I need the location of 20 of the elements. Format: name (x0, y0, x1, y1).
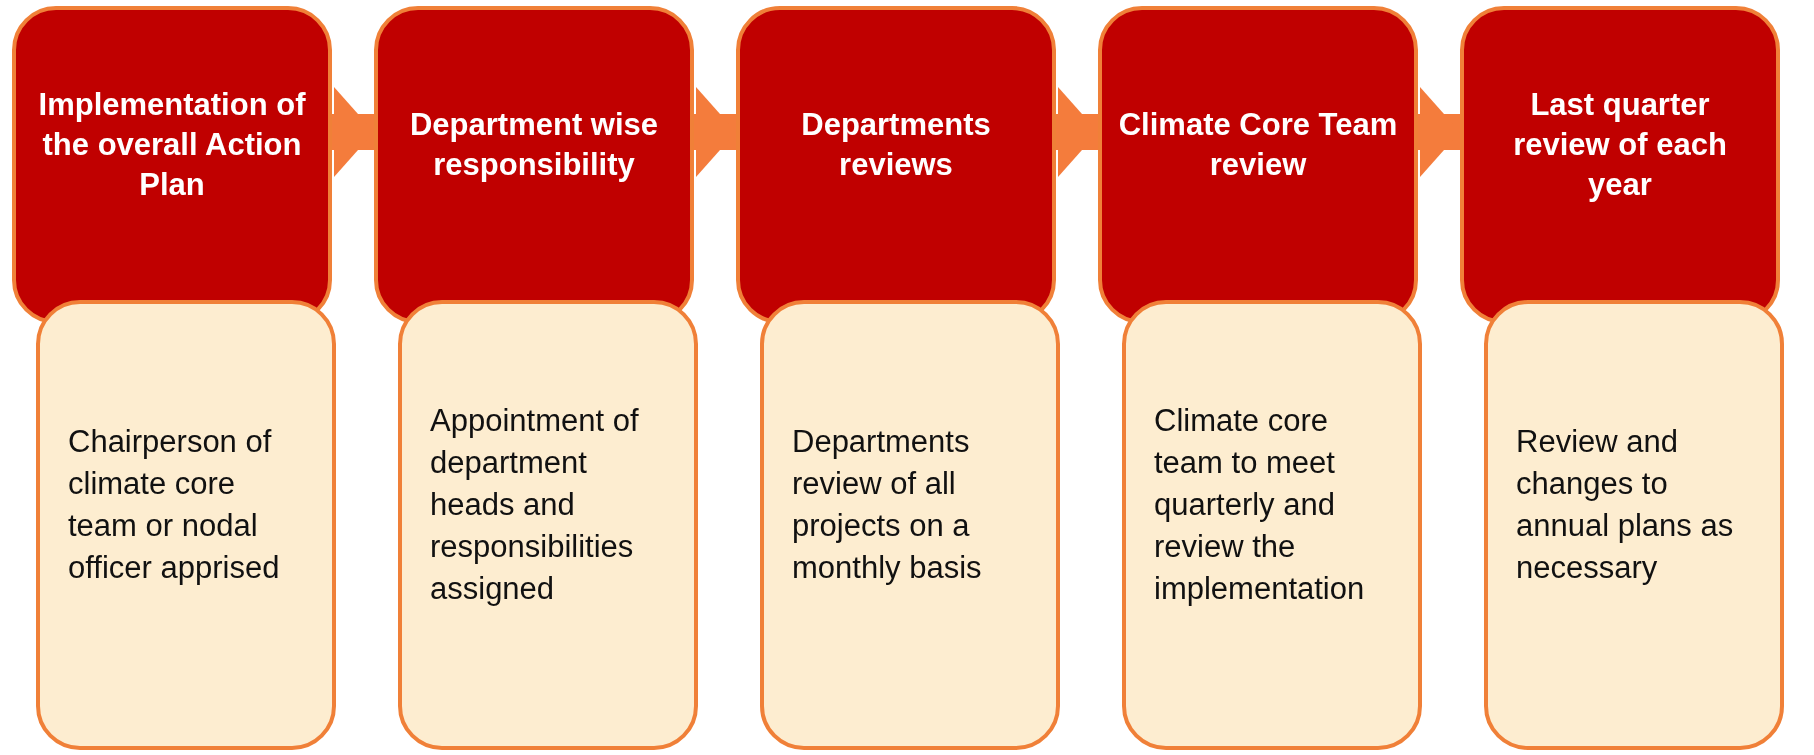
step-title: Last quarter review of each year (1512, 85, 1728, 205)
step-title-box (12, 6, 332, 324)
step-description-box (1484, 300, 1784, 750)
step-description-box (398, 300, 698, 750)
step-description: Departments review of all projects on a monthly basis (792, 422, 983, 588)
step-title-box (1098, 6, 1418, 324)
step-description: Climate core team to meet quarterly and review the implementation (1154, 401, 1366, 609)
step-title: Implementation of the overall Action Plan (37, 85, 307, 205)
step-description: Appointment of department heads and responsibilities assigned (430, 401, 640, 609)
step-description-box (760, 300, 1060, 750)
step-title-box (736, 6, 1056, 324)
step-description-box (36, 300, 336, 750)
step-description: Chairperson of climate core team or nodal officer apprised (68, 422, 281, 588)
step-title: Department wise responsibility (408, 105, 660, 184)
step-title-box (374, 6, 694, 324)
step-title: Departments reviews (800, 105, 992, 184)
step-description-box (1122, 300, 1422, 750)
step-title: Climate Core Team review (1117, 105, 1399, 184)
step-description: Review and changes to annual plans as necessary (1516, 422, 1735, 588)
step-title-box (1460, 6, 1780, 324)
